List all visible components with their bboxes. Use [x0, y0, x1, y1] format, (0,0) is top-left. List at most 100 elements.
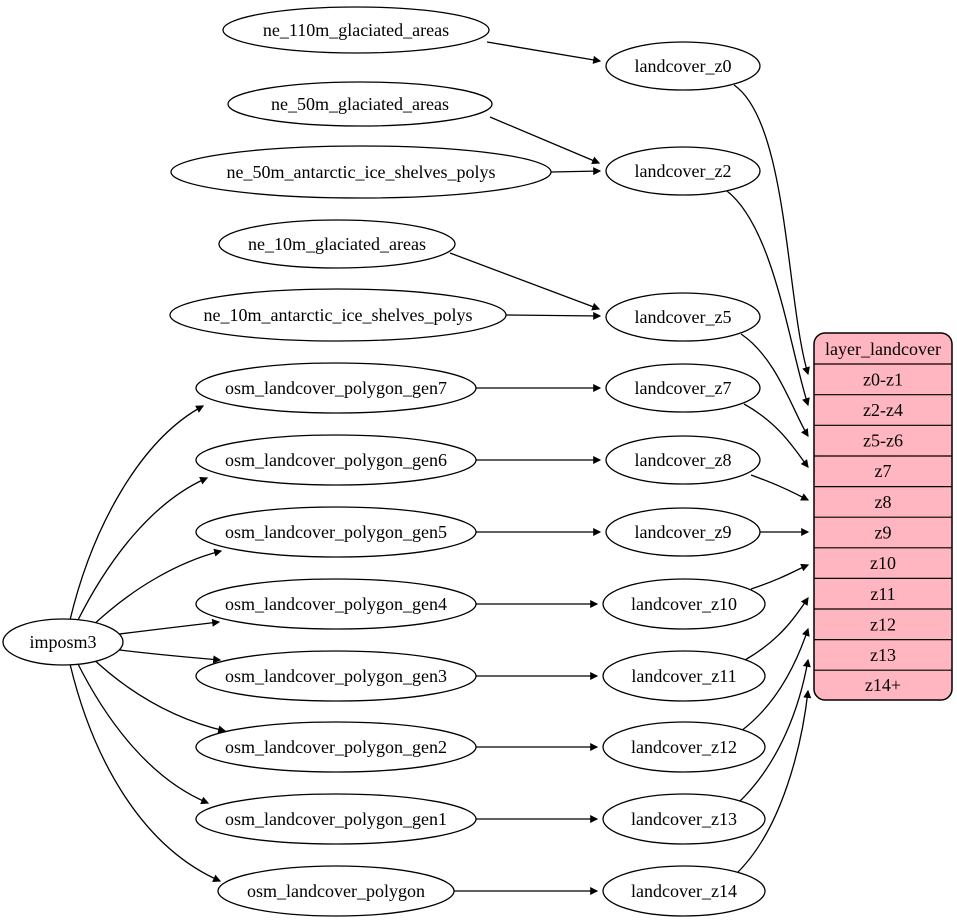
edge-imposm3-to-poly	[69, 663, 222, 882]
node-ne110-shape	[222, 6, 490, 54]
edge-imposm3-to-gen7	[69, 405, 205, 621]
edge-imposm3-to-gen1	[76, 661, 210, 805]
table-row-z12: z12	[870, 615, 896, 635]
edges	[69, 41, 812, 895]
table-row-z2-z4: z2-z4	[863, 400, 903, 420]
table-row-z8: z8	[875, 492, 892, 512]
node-gen1-shape	[195, 793, 477, 845]
node-landcover-z12: landcover_z12	[602, 721, 766, 773]
node-ne50a-label: ne_50m_antarctic_ice_shelves_polys	[227, 162, 496, 182]
table-row-z0-z1: z0-z1	[863, 370, 903, 390]
node-gen4-label: osm_landcover_polygon_gen4	[225, 594, 447, 614]
node-osm-landcover-polygon-gen1: osm_landcover_polygon_gen1	[195, 793, 477, 845]
node-z10-label: landcover_z10	[631, 594, 737, 614]
node-ne110-label: ne_110m_glaciated_areas	[263, 20, 449, 40]
node-gen6-shape	[195, 434, 477, 486]
node-gen3-label: osm_landcover_polygon_gen3	[225, 666, 447, 686]
node-z7-shape	[605, 363, 761, 413]
node-imposm3-shape	[2, 618, 124, 666]
table-title: layer_landcover	[825, 339, 941, 359]
node-ne-10m-glaciated-areas: ne_10m_glaciated_areas	[218, 219, 456, 269]
table-row-z10: z10	[870, 553, 896, 573]
node-z12-label: landcover_z12	[631, 737, 737, 757]
edge-ne50g-to-z2	[489, 116, 601, 165]
node-z9-label: landcover_z9	[635, 522, 732, 542]
node-z5-shape	[605, 292, 761, 342]
edge-z2-to-row-z2-z4	[726, 190, 810, 407]
node-landcover-z0: landcover_z0	[605, 41, 761, 91]
node-ne10g-shape	[218, 219, 456, 269]
node-z10-shape	[602, 578, 766, 630]
layer-landcover-table: layer_landcover z0-z1 z2-z4 z5-z6 z7 z8 …	[813, 332, 953, 701]
node-gen2-shape	[195, 721, 477, 773]
table-row-z5-z6: z5-z6	[863, 431, 903, 451]
edge-ne10a-to-z5	[505, 311, 602, 320]
node-ne-10m-antarctic-ice-shelves-polys: ne_10m_antarctic_ice_shelves_polys	[169, 288, 507, 342]
node-z7-label: landcover_z7	[635, 378, 732, 398]
table-row-z11: z11	[870, 584, 895, 604]
node-osm-landcover-polygon-gen7: osm_landcover_polygon_gen7	[195, 362, 477, 414]
node-ne10a-shape	[169, 288, 507, 342]
edge-z7-to-row-z7	[743, 403, 809, 468]
node-gen5-label: osm_landcover_polygon_gen5	[225, 522, 447, 542]
edge-imposm3-to-gen2	[89, 655, 227, 734]
node-osm-landcover-polygon-gen3: osm_landcover_polygon_gen3	[195, 650, 477, 702]
edge-imposm3-to-gen4	[111, 618, 221, 636]
node-landcover-z7: landcover_z7	[605, 363, 761, 413]
edge-ne110-to-z0	[486, 41, 602, 64]
node-gen6-label: osm_landcover_polygon_gen6	[225, 450, 447, 470]
node-z8-shape	[605, 435, 761, 485]
node-z0-label: landcover_z0	[635, 56, 732, 76]
edge-z12-to-row-z12	[740, 627, 810, 732]
node-z11-shape	[602, 650, 766, 702]
edge-z14-to-row-z14plus	[735, 689, 812, 875]
edge-z0-to-row-z0-z1	[733, 84, 810, 376]
node-gen5-shape	[195, 506, 477, 558]
edge-z10-to-row-z10	[750, 563, 810, 590]
node-ne-50m-antarctic-ice-shelves-polys: ne_50m_antarctic_ice_shelves_polys	[170, 145, 552, 199]
node-osm-landcover-polygon-gen6: osm_landcover_polygon_gen6	[195, 434, 477, 486]
node-gen4-shape	[195, 578, 477, 630]
node-landcover-z13: landcover_z13	[602, 793, 766, 845]
edge-ne10g-to-z5	[449, 252, 601, 311]
table-row-z9: z9	[875, 523, 892, 543]
edge-imposm3-to-gen3	[111, 648, 222, 664]
node-z5-label: landcover_z5	[635, 307, 732, 327]
edge-z5-to-row-z5-z6	[740, 333, 809, 438]
node-osm-landcover-polygon-gen5: osm_landcover_polygon_gen5	[195, 506, 477, 558]
edge-z11-to-row-z11	[744, 597, 809, 661]
node-osm-landcover-polygon-gen2: osm_landcover_polygon_gen2	[195, 721, 477, 773]
edge-z13-to-row-z13	[737, 658, 811, 804]
node-ne-50m-glaciated-areas: ne_50m_glaciated_areas	[227, 81, 493, 127]
table-row-z13: z13	[870, 645, 896, 665]
node-z2-label: landcover_z2	[635, 161, 732, 181]
node-z14-shape	[602, 865, 766, 917]
node-osm-landcover-polygon-gen4: osm_landcover_polygon_gen4	[195, 578, 477, 630]
node-gen2-label: osm_landcover_polygon_gen2	[225, 737, 447, 757]
node-landcover-z2: landcover_z2	[605, 146, 761, 196]
node-z12-shape	[602, 721, 766, 773]
node-landcover-z11: landcover_z11	[602, 650, 766, 702]
node-z14-label: landcover_z14	[631, 881, 737, 901]
edge-imposm3-to-gen6	[76, 477, 209, 623]
node-ne50g-label: ne_50m_glaciated_areas	[271, 94, 449, 114]
node-ne50a-shape	[170, 145, 552, 199]
node-gen7-shape	[195, 362, 477, 414]
node-ne50g-shape	[227, 81, 493, 127]
node-z13-shape	[602, 793, 766, 845]
node-z11-label: landcover_z11	[631, 666, 736, 686]
node-gen3-shape	[195, 650, 477, 702]
node-poly-label: osm_landcover_polygon	[247, 881, 425, 901]
node-z9-shape	[605, 507, 761, 557]
table-row-z14plus: z14+	[865, 675, 901, 695]
node-z0-shape	[605, 41, 761, 91]
edge-z8-to-row-z8	[750, 474, 810, 501]
node-gen1-label: osm_landcover_polygon_gen1	[225, 809, 447, 829]
node-landcover-z9: landcover_z9	[605, 507, 761, 557]
node-gen7-label: osm_landcover_polygon_gen7	[225, 378, 447, 398]
node-z2-shape	[605, 146, 761, 196]
edge-ne50a-to-z2	[550, 167, 602, 176]
node-landcover-z10: landcover_z10	[602, 578, 766, 630]
